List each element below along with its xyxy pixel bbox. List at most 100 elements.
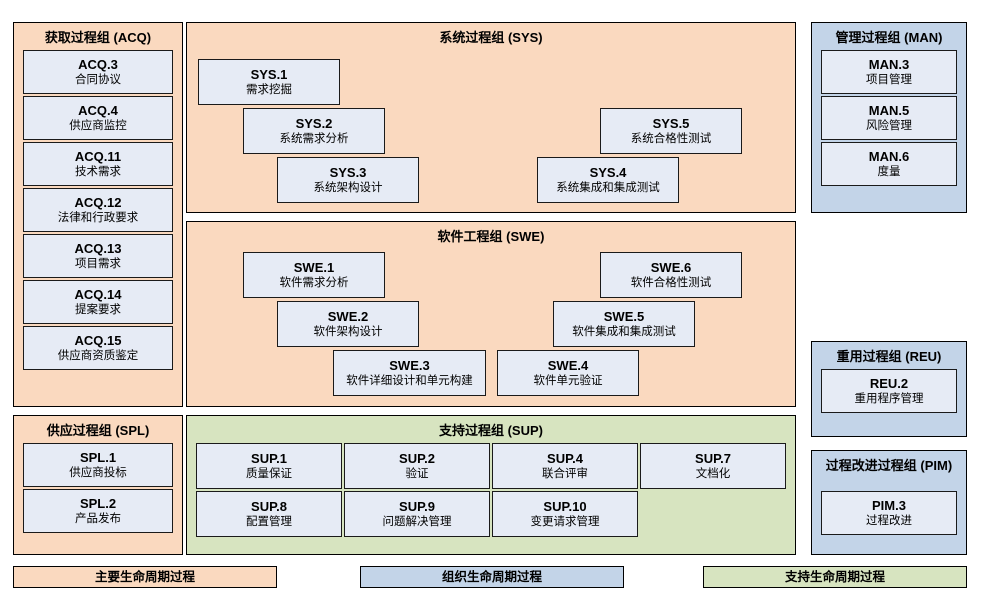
practice-box-acq-13[interactable]: ACQ.13 项目需求 (23, 234, 173, 278)
practice-name: 技术需求 (75, 165, 121, 178)
practice-box-sup-1[interactable]: SUP.1 质量保证 (196, 443, 342, 489)
practice-id: SUP.7 (695, 450, 731, 466)
practice-name: 系统合格性测试 (630, 132, 712, 145)
practice-id: SWE.1 (293, 259, 335, 275)
practice-id: ACQ.3 (78, 56, 118, 72)
practice-id: SPL.2 (79, 495, 117, 511)
practice-id: SUP.1 (251, 450, 287, 466)
group-pim: 过程改进过程组 (PIM) PIM.3 过程改进 (811, 450, 967, 555)
practice-id: MAN.6 (868, 148, 910, 164)
practice-box-swe-6[interactable]: SWE.6 软件合格性测试 (600, 252, 742, 298)
practice-name: 变更请求管理 (530, 515, 600, 528)
practice-name: 系统架构设计 (313, 181, 383, 194)
practice-box-man-5[interactable]: MAN.5 风险管理 (821, 96, 957, 140)
practice-name: 验证 (405, 467, 429, 480)
practice-box-acq-3[interactable]: ACQ.3 合同协议 (23, 50, 173, 94)
practice-name: 供应商投标 (69, 466, 127, 479)
practice-box-man-6[interactable]: MAN.6 度量 (821, 142, 957, 186)
practice-id: SWE.5 (603, 308, 645, 324)
practice-id: SUP.8 (251, 498, 287, 514)
practice-id: SUP.10 (543, 498, 587, 514)
practice-box-spl-1[interactable]: SPL.1 供应商投标 (23, 443, 173, 487)
practice-id: SYS.5 (652, 115, 690, 131)
practice-box-acq-15[interactable]: ACQ.15 供应商资质鉴定 (23, 326, 173, 370)
practice-name: 联合评审 (542, 467, 588, 480)
practice-box-sup-2[interactable]: SUP.2 验证 (344, 443, 490, 489)
practice-id: SUP.9 (399, 498, 435, 514)
practice-name: 供应商资质鉴定 (57, 349, 139, 362)
practice-box-reu-2[interactable]: REU.2 重用程序管理 (821, 369, 957, 413)
practice-name: 法律和行政要求 (57, 211, 139, 224)
practice-box-sys-5[interactable]: SYS.5 系统合格性测试 (600, 108, 742, 154)
practice-box-swe-1[interactable]: SWE.1 软件需求分析 (243, 252, 385, 298)
practice-box-sys-4[interactable]: SYS.4 系统集成和集成测试 (537, 157, 679, 203)
group-man-title: 管理过程组 (MAN) (835, 30, 943, 45)
practice-name: 软件需求分析 (279, 276, 349, 289)
group-reu-title: 重用过程组 (REU) (836, 349, 942, 364)
group-sup: 支持过程组 (SUP) SUP.1 质量保证 SUP.2 验证 SUP.4 联合… (186, 415, 796, 555)
practice-id: SYS.3 (329, 164, 367, 180)
practice-box-man-3[interactable]: MAN.3 项目管理 (821, 50, 957, 94)
group-pim-title: 过程改进过程组 (PIM) (825, 458, 953, 473)
practice-id: ACQ.11 (74, 148, 122, 164)
practice-box-sys-2[interactable]: SYS.2 系统需求分析 (243, 108, 385, 154)
practice-name: 度量 (877, 165, 901, 178)
practice-id: SYS.2 (295, 115, 333, 131)
group-man: 管理过程组 (MAN) MAN.3 项目管理 MAN.5 风险管理 MAN.6 … (811, 22, 967, 213)
practice-name: 文档化 (695, 467, 731, 480)
practice-name: 软件详细设计和单元构建 (346, 374, 473, 387)
practice-box-acq-12[interactable]: ACQ.12 法律和行政要求 (23, 188, 173, 232)
practice-box-acq-11[interactable]: ACQ.11 技术需求 (23, 142, 173, 186)
practice-name: 产品发布 (75, 512, 121, 525)
practice-box-sys-3[interactable]: SYS.3 系统架构设计 (277, 157, 419, 203)
practice-id: ACQ.15 (74, 332, 122, 348)
legend-organizational-lifecycle: 组织生命周期过程 (360, 566, 624, 588)
practice-name: 系统集成和集成测试 (556, 181, 660, 194)
practice-box-sup-10[interactable]: SUP.10 变更请求管理 (492, 491, 638, 537)
practice-box-pim-3[interactable]: PIM.3 过程改进 (821, 491, 957, 535)
practice-name: 风险管理 (866, 119, 912, 132)
practice-name: 项目管理 (866, 73, 912, 86)
practice-id: PIM.3 (872, 497, 906, 513)
group-acq-title: 获取过程组 (ACQ) (44, 30, 152, 45)
practice-id: SWE.3 (389, 357, 430, 373)
practice-box-sup-9[interactable]: SUP.9 问题解决管理 (344, 491, 490, 537)
practice-box-swe-4[interactable]: SWE.4 软件单元验证 (497, 350, 639, 396)
group-sup-title: 支持过程组 (SUP) (438, 423, 543, 438)
legend-supporting-lifecycle: 支持生命周期过程 (703, 566, 967, 588)
practice-name: 需求挖掘 (246, 83, 292, 96)
practice-box-swe-3[interactable]: SWE.3 软件详细设计和单元构建 (333, 350, 486, 396)
practice-id: ACQ.12 (74, 194, 122, 210)
practice-id: ACQ.13 (74, 240, 122, 256)
practice-box-acq-4[interactable]: ACQ.4 供应商监控 (23, 96, 173, 140)
practice-name: 软件合格性测试 (630, 276, 712, 289)
group-swe-title: 软件工程组 (SWE) (437, 229, 545, 244)
group-reu: 重用过程组 (REU) REU.2 重用程序管理 (811, 341, 967, 437)
practice-box-acq-14[interactable]: ACQ.14 提案要求 (23, 280, 173, 324)
practice-box-sup-8[interactable]: SUP.8 配置管理 (196, 491, 342, 537)
practice-box-sup-4[interactable]: SUP.4 联合评审 (492, 443, 638, 489)
practice-name: 重用程序管理 (854, 392, 924, 405)
practice-id: SUP.4 (547, 450, 583, 466)
practice-name: 配置管理 (246, 515, 292, 528)
practice-box-sup-7[interactable]: SUP.7 文档化 (640, 443, 786, 489)
group-sys-title: 系统过程组 (SYS) (439, 30, 543, 45)
practice-id: SWE.4 (547, 357, 589, 373)
practice-name: 供应商监控 (69, 119, 127, 132)
practice-box-spl-2[interactable]: SPL.2 产品发布 (23, 489, 173, 533)
practice-box-swe-2[interactable]: SWE.2 软件架构设计 (277, 301, 419, 347)
practice-id: REU.2 (869, 375, 909, 391)
group-spl-title: 供应过程组 (SPL) (46, 423, 150, 438)
practice-box-swe-5[interactable]: SWE.5 软件集成和集成测试 (553, 301, 695, 347)
group-spl: 供应过程组 (SPL) SPL.1 供应商投标 SPL.2 产品发布 (13, 415, 183, 555)
practice-id: SYS.1 (250, 66, 288, 82)
sup-row-2-spacer (640, 491, 786, 537)
practice-name: 软件架构设计 (313, 325, 383, 338)
practice-id: SWE.2 (327, 308, 369, 324)
legend-primary-lifecycle: 主要生命周期过程 (13, 566, 277, 588)
practice-id: SWE.6 (650, 259, 692, 275)
practice-id: MAN.5 (868, 102, 910, 118)
practice-box-sys-1[interactable]: SYS.1 需求挖掘 (198, 59, 340, 105)
practice-name: 系统需求分析 (279, 132, 349, 145)
sup-row-1: SUP.1 质量保证 SUP.2 验证 SUP.4 联合评审 SUP.7 文档化 (196, 443, 786, 489)
